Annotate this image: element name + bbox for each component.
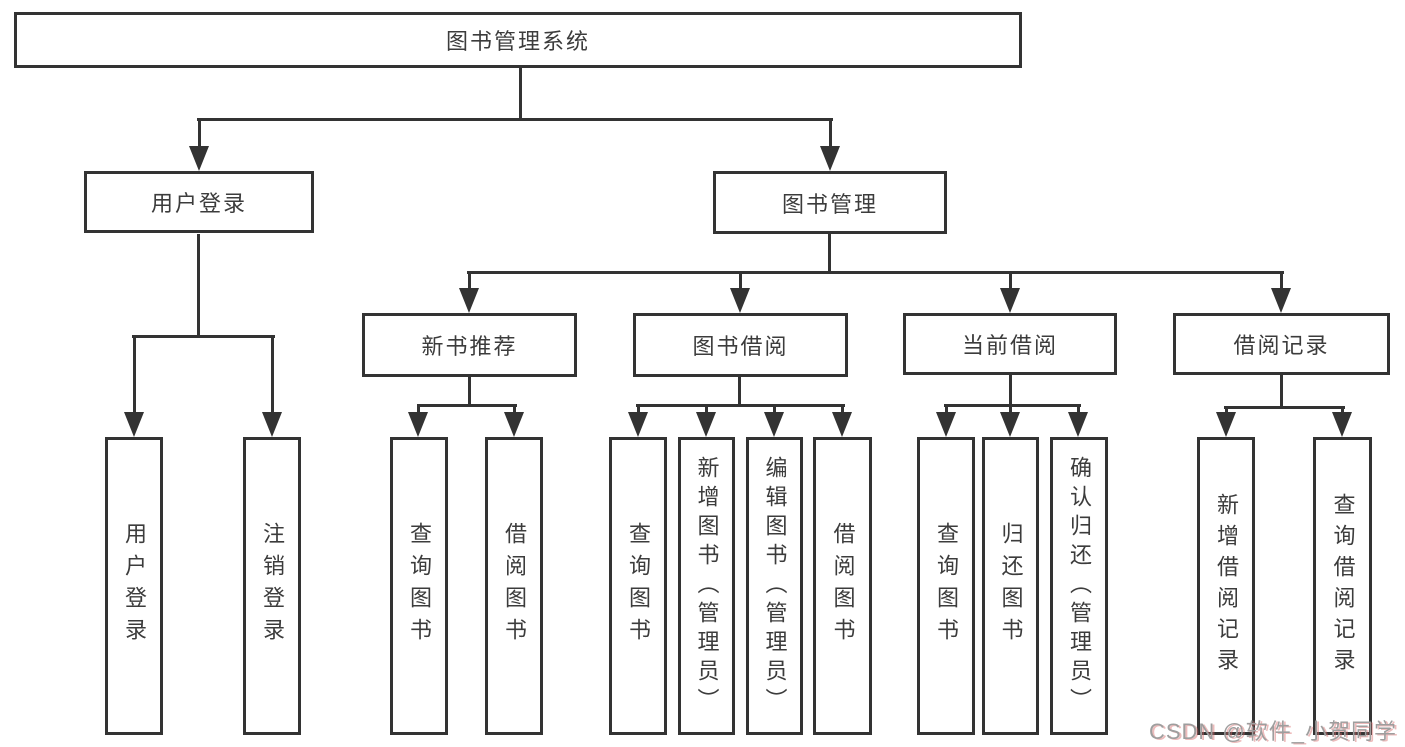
node-borrow-record-group: 借阅记录 [1173,313,1390,375]
arrow-down-icon [1216,406,1237,437]
arrow-down-icon [820,118,841,171]
leaf-confirm-return-admin: 确认归还（管理员） [1050,437,1108,735]
connector-line [519,68,522,120]
leaf-logout-login: 注销登录 [243,437,301,735]
node-book-borrow-group-label: 图书借阅 [692,334,789,359]
arrow-down-icon [730,271,751,313]
arrow-down-icon [262,335,283,437]
leaf-return-book: 归还图书 [982,437,1039,735]
leaf-edit-book-admin: 编辑图书（管理员） [746,437,803,735]
arrow-down-icon [1332,406,1353,437]
leaf-user-login: 用户登录 [105,437,163,735]
node-book-borrow-group: 图书借阅 [633,313,848,377]
arrow-down-icon [832,404,853,437]
leaf-confirm-return-admin-label: 确认归还（管理员） [1067,455,1092,717]
connector-line [738,377,741,406]
leaf-logout-login-label: 注销登录 [260,522,285,650]
leaf-return-book-label: 归还图书 [998,522,1024,650]
node-new-book-group-label: 新书推荐 [421,334,518,359]
node-current-borrow-group: 当前借阅 [903,313,1117,375]
connector-line [1224,406,1345,409]
connector-line [132,335,275,338]
connector-line [197,234,200,337]
connector-line [467,271,1284,274]
arrow-down-icon [936,404,957,437]
node-user-login-branch: 用户登录 [84,171,314,233]
leaf-add-borrow-record: 新增借阅记录 [1197,437,1255,735]
node-book-mgmt-branch-label: 图书管理 [781,191,878,217]
arrow-down-icon [408,404,429,437]
connector-line [1009,375,1012,406]
watermark: CSDN @软件_小贺同学 [1148,719,1397,744]
node-book-mgmt-branch: 图书管理 [713,171,947,234]
arrow-down-icon [1271,271,1292,313]
connector-line [636,404,845,407]
connector-line [1280,375,1283,408]
leaf-borrow-book-borrow: 借阅图书 [813,437,872,735]
arrow-down-icon [1068,404,1089,437]
connector-line [944,404,1081,407]
leaf-borrow-book-borrow-label: 借阅图书 [830,522,856,650]
arrow-down-icon [764,404,785,437]
leaf-borrow-book-newbook-label: 借阅图书 [502,522,527,650]
connector-line [828,234,831,273]
node-root-label: 图书管理系统 [445,29,590,54]
connector-line [417,404,517,407]
connector-line [468,377,471,406]
arrow-down-icon [189,118,210,171]
leaf-borrow-book-newbook: 借阅图书 [485,437,543,735]
connector-line [197,118,833,121]
leaf-add-borrow-record-label: 新增借阅记录 [1214,493,1239,679]
arrow-down-icon [1000,271,1021,313]
leaf-query-book-newbook-label: 查询图书 [407,522,432,650]
leaf-query-borrow-record-label: 查询借阅记录 [1330,493,1356,679]
leaf-add-book-admin: 新增图书（管理员） [678,437,735,735]
node-user-login-branch-label: 用户登录 [150,191,247,216]
leaf-query-borrow-record: 查询借阅记录 [1313,437,1372,735]
leaf-query-book-borrow: 查询图书 [609,437,667,735]
arrow-down-icon [124,335,145,437]
arrow-down-icon [628,404,649,437]
leaf-user-login-label: 用户登录 [122,522,147,650]
node-borrow-record-group-label: 借阅记录 [1233,333,1330,358]
arrow-down-icon [459,271,480,313]
node-current-borrow-group-label: 当前借阅 [961,333,1058,358]
leaf-query-book-current-label: 查询图书 [934,522,959,650]
node-root: 图书管理系统 [14,12,1022,68]
leaf-edit-book-admin-label: 编辑图书（管理员） [762,455,788,717]
leaf-query-book-current: 查询图书 [917,437,975,735]
node-new-book-group: 新书推荐 [362,313,577,377]
leaf-query-book-newbook: 查询图书 [390,437,448,735]
leaf-add-book-admin-label: 新增图书（管理员） [694,455,720,717]
leaf-query-book-borrow-label: 查询图书 [626,522,651,650]
arrow-down-icon [1000,404,1021,437]
arrow-down-icon [504,404,525,437]
arrow-down-icon [696,404,717,437]
